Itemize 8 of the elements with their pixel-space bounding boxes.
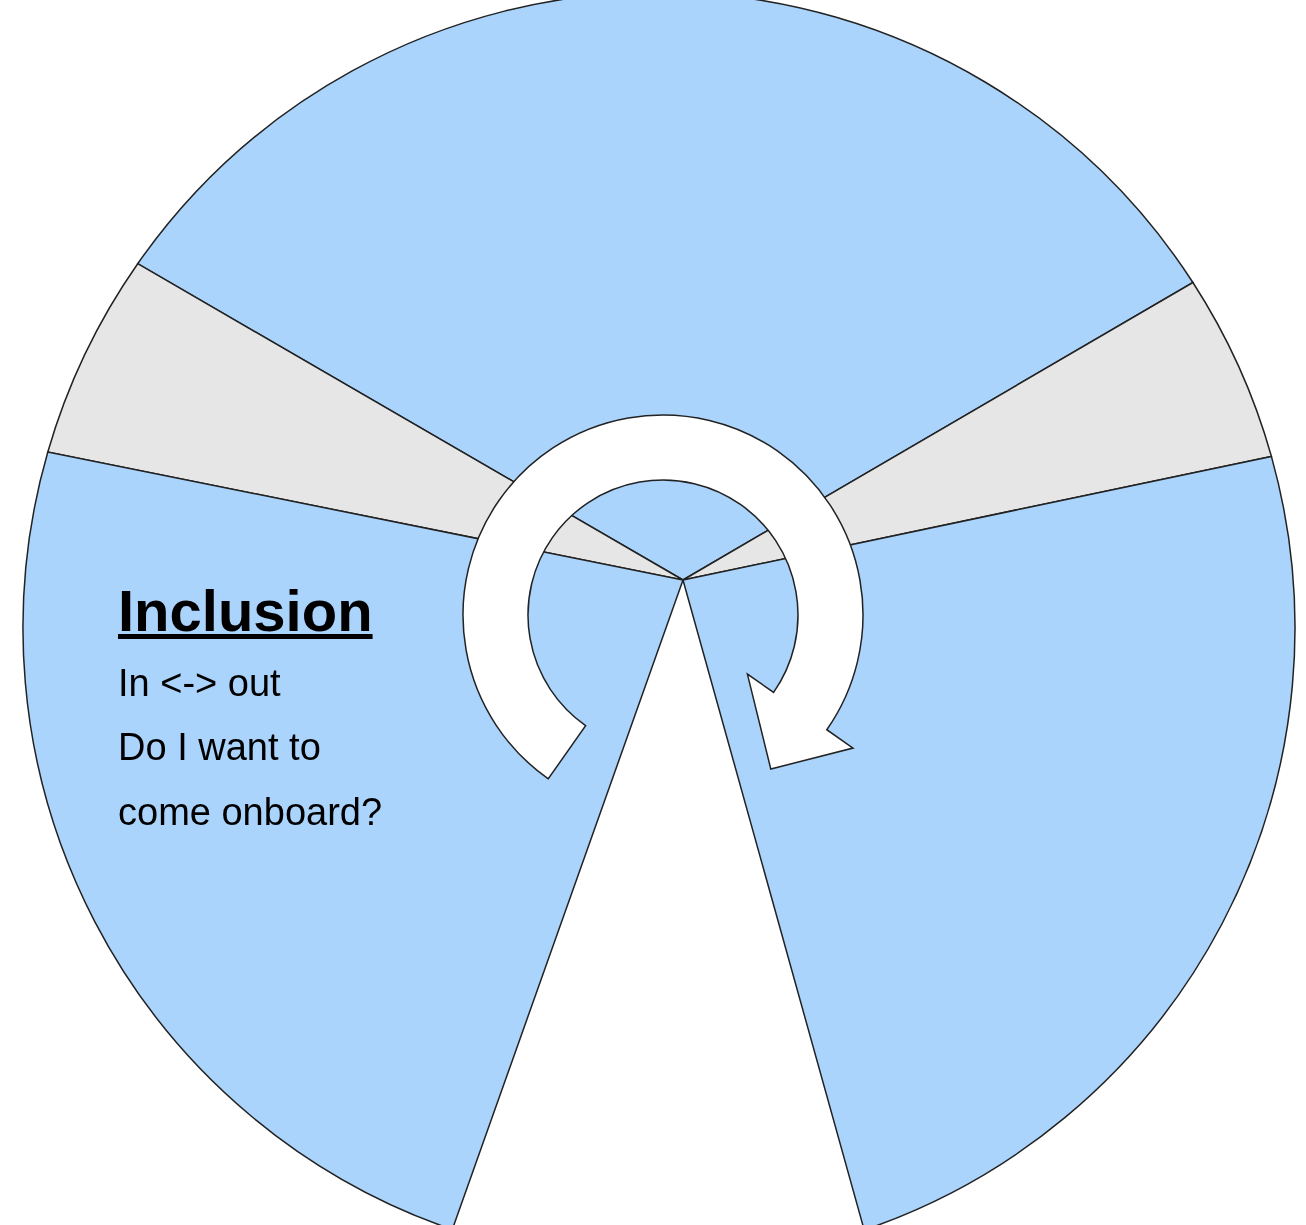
heading: Inclusion [118, 578, 373, 645]
sector-shape [682, 455, 1296, 1225]
sector-shape [682, 281, 1273, 581]
body-text: Do I want to come onboard? [118, 725, 384, 835]
sector-shape [22, 451, 684, 1225]
body-text: In <-> out [118, 660, 281, 706]
sector-shape [136, 0, 1194, 581]
sector-shape [47, 262, 684, 581]
